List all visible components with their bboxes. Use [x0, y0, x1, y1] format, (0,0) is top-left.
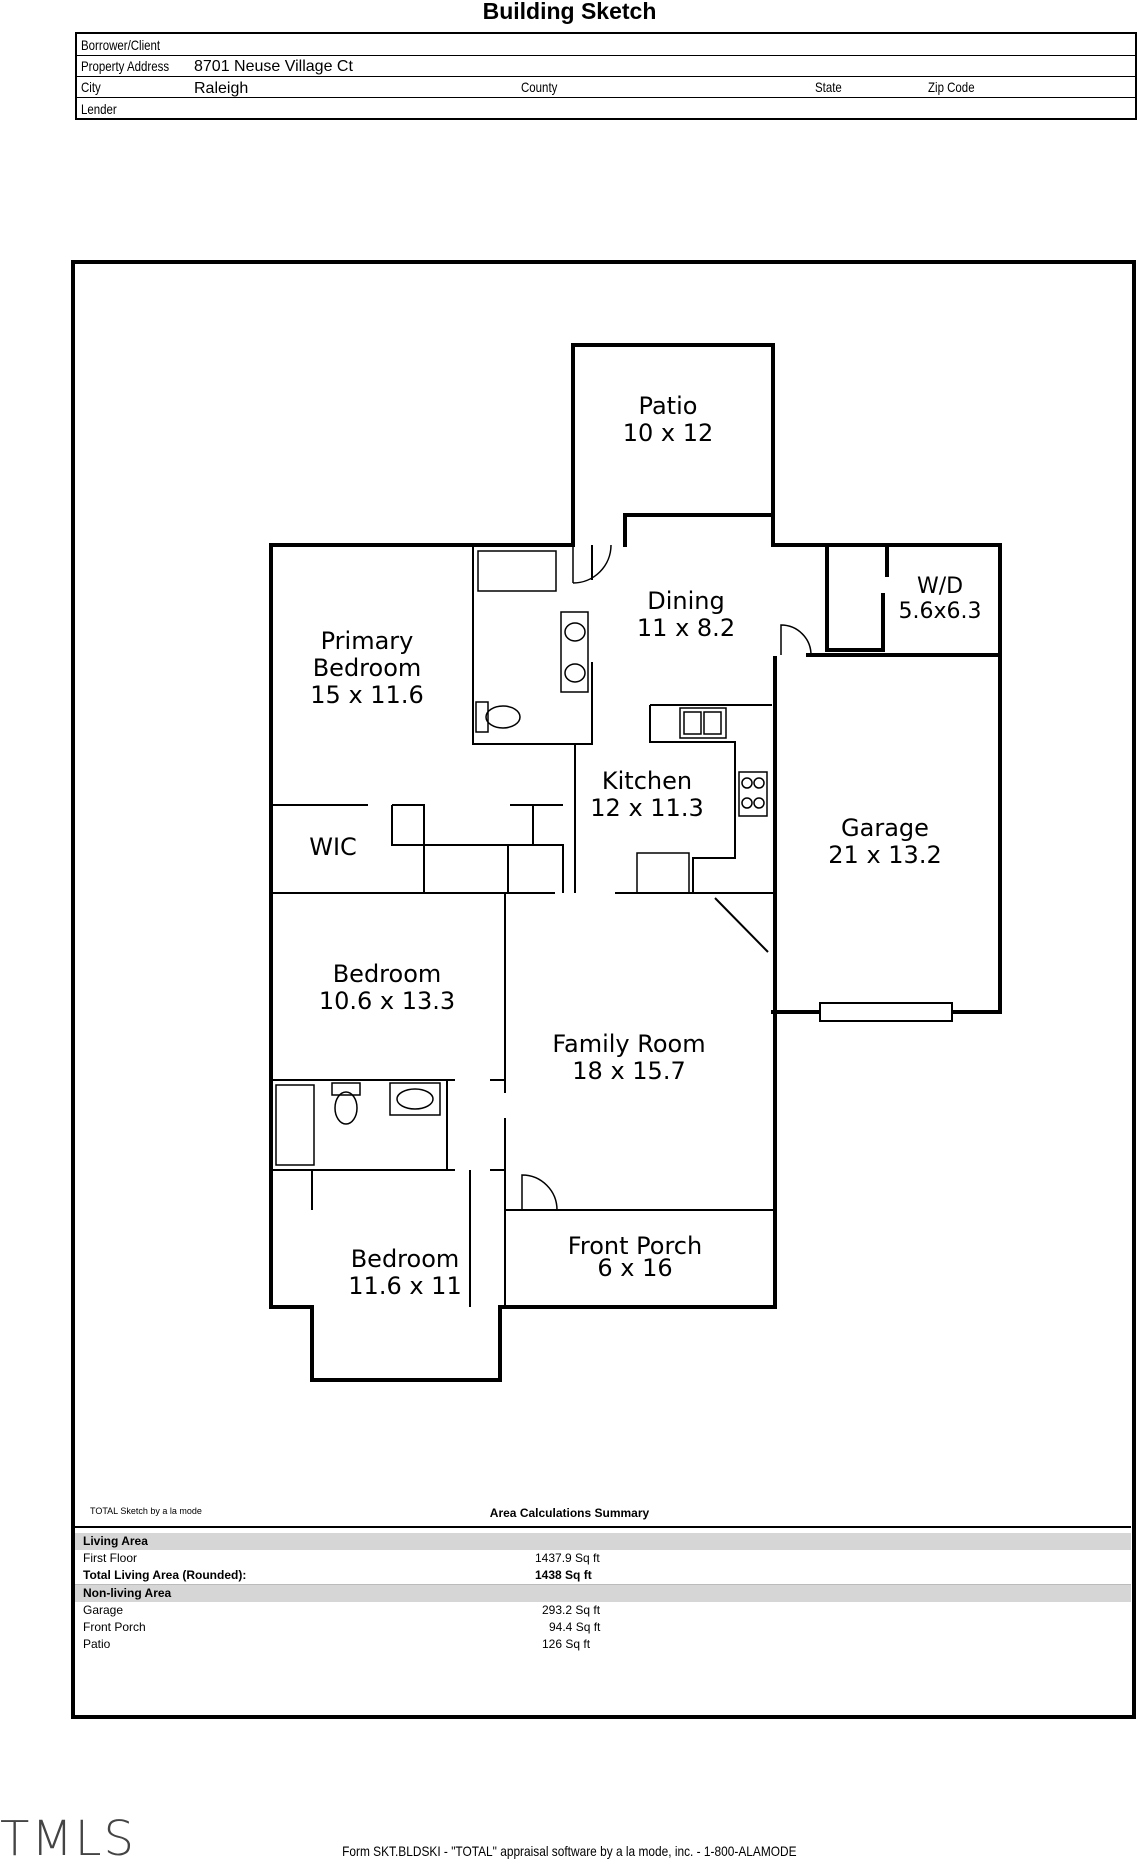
lender-label: Lender: [81, 101, 117, 117]
wd-walls: [825, 543, 889, 652]
garage-door: [819, 1002, 953, 1022]
city-label: City: [81, 79, 101, 95]
exterior-wall-main: [269, 543, 1002, 1382]
garage-entry-door: [714, 897, 769, 953]
city-row: City Raleigh County State Zip Code: [77, 76, 1135, 98]
tmls-logo: TMLS: [0, 1811, 136, 1867]
living-area-header: Living Area: [75, 1533, 1131, 1550]
address-label: Property Address: [81, 58, 170, 74]
property-info-table: Borrower/Client Property Address 8701 Ne…: [75, 32, 1137, 120]
stove-icon: [738, 771, 768, 817]
borrower-label: Borrower/Client: [81, 37, 161, 53]
sketch-credit: TOTAL Sketch by a la mode: [90, 1506, 202, 1516]
patio-row: Patio 126 Sq ft: [83, 1637, 591, 1651]
borrower-row: Borrower/Client: [77, 34, 1135, 56]
kitchen-sink-icon: [679, 707, 727, 739]
bath2-vanity: [389, 1082, 441, 1116]
nonliving-area-header: Non-living Area: [75, 1585, 1131, 1602]
address-row: Property Address 8701 Neuse Village Ct: [77, 55, 1135, 77]
toilet-icon: [334, 1091, 358, 1125]
wic-label: WIC: [309, 833, 357, 861]
lender-row: Lender: [77, 97, 1135, 118]
area-summary-table: Living Area First Floor 1437.9 Sq ft Tot…: [75, 1526, 1131, 1718]
county-label: County: [521, 79, 558, 95]
city-value: Raleigh: [194, 80, 249, 97]
first-floor-row: First Floor 1437.9 Sq ft: [83, 1551, 600, 1565]
front-door-swing: [521, 1174, 558, 1211]
primary-tub: [477, 550, 557, 592]
front-porch-row: Front Porch 94.4 Sq ft: [83, 1620, 601, 1634]
dining-door-swing: [780, 624, 812, 656]
patio-door-swing: [572, 544, 612, 584]
state-label: State: [815, 79, 842, 95]
total-living-row: Total Living Area (Rounded): 1438 Sq ft: [75, 1567, 1131, 1585]
wic-walls: [271, 804, 564, 893]
primary-bath-wall: [472, 545, 593, 745]
form-footer: Form SKT.BLDSKI - "TOTAL" appraisal soft…: [342, 1843, 797, 1859]
garage-row: Garage 293.2 Sq ft: [83, 1603, 601, 1617]
bath2-walls: [271, 1079, 505, 1171]
bath2-tub: [275, 1084, 315, 1166]
kitchen-counter: [649, 705, 736, 893]
sink-icon: [564, 663, 586, 683]
zip-label: Zip Code: [928, 79, 975, 95]
area-summary-title: Area Calculations Summary: [489, 1506, 650, 1520]
sink-icon: [396, 1088, 434, 1110]
sketch-frame: [71, 260, 1136, 1719]
address-value: 8701 Neuse Village Ct: [194, 58, 353, 75]
page-title: Building Sketch: [482, 0, 657, 24]
toilet-icon: [485, 705, 521, 729]
primary-vanity: [560, 611, 589, 693]
patio-wall: [571, 343, 775, 547]
sink-icon: [564, 622, 586, 642]
fridge-icon: [636, 852, 690, 894]
